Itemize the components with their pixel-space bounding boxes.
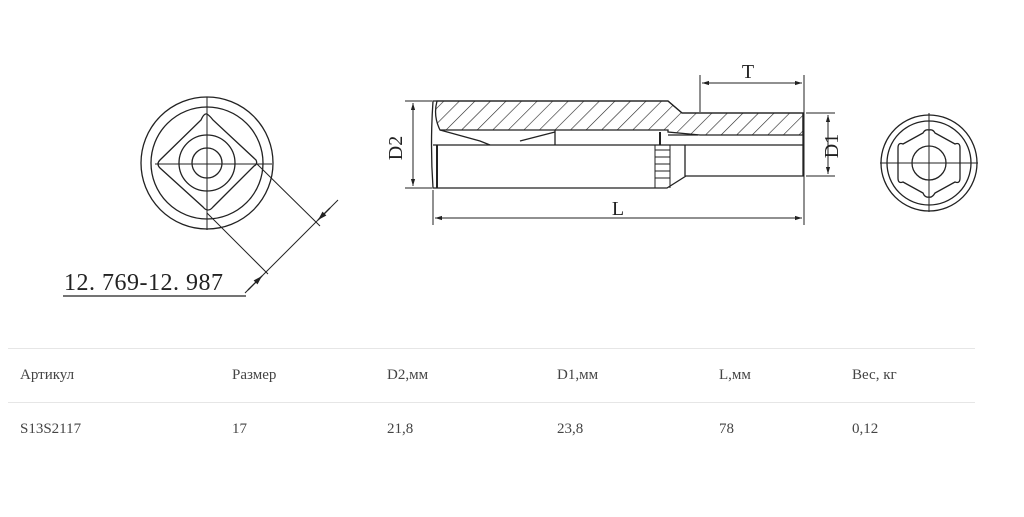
header-l: L,мм: [719, 367, 751, 383]
cell-d2: 21,8: [387, 421, 414, 437]
header-weight: Вес, кг: [852, 367, 897, 383]
header-d1: D1,мм: [557, 367, 599, 383]
header-size: Размер: [232, 367, 277, 383]
header-d2: D2,мм: [387, 367, 429, 383]
dimension-d2-label: D2: [385, 136, 407, 160]
dimension-l-label: L: [612, 198, 624, 220]
technical-drawing: 12. 769-12. 987 D2 D1 T L: [63, 61, 978, 297]
spec-table: Артикул Размер D2,мм D1,мм L,мм Вес, кг …: [8, 348, 975, 456]
dimension-d1-label: D1: [821, 134, 843, 158]
cell-l: 78: [719, 421, 734, 437]
dimension-t-label: T: [742, 61, 754, 83]
cell-d1: 23,8: [557, 421, 584, 437]
cell-weight: 0,12: [852, 421, 879, 437]
table-header-row: Артикул Размер D2,мм D1,мм L,мм Вес, кг: [8, 348, 975, 402]
socket-end-view: [880, 113, 978, 212]
cell-size: 17: [232, 421, 247, 437]
table-row: S13S2117 17 21,8 23,8 78 0,12: [8, 402, 975, 456]
tolerance-label: 12. 769-12. 987: [64, 270, 224, 296]
header-article: Артикул: [20, 367, 75, 383]
cell-article: S13S2117: [20, 421, 82, 437]
side-section-view: D2 D1 T L: [385, 61, 843, 225]
drive-end-view: 12. 769-12. 987: [63, 96, 339, 297]
